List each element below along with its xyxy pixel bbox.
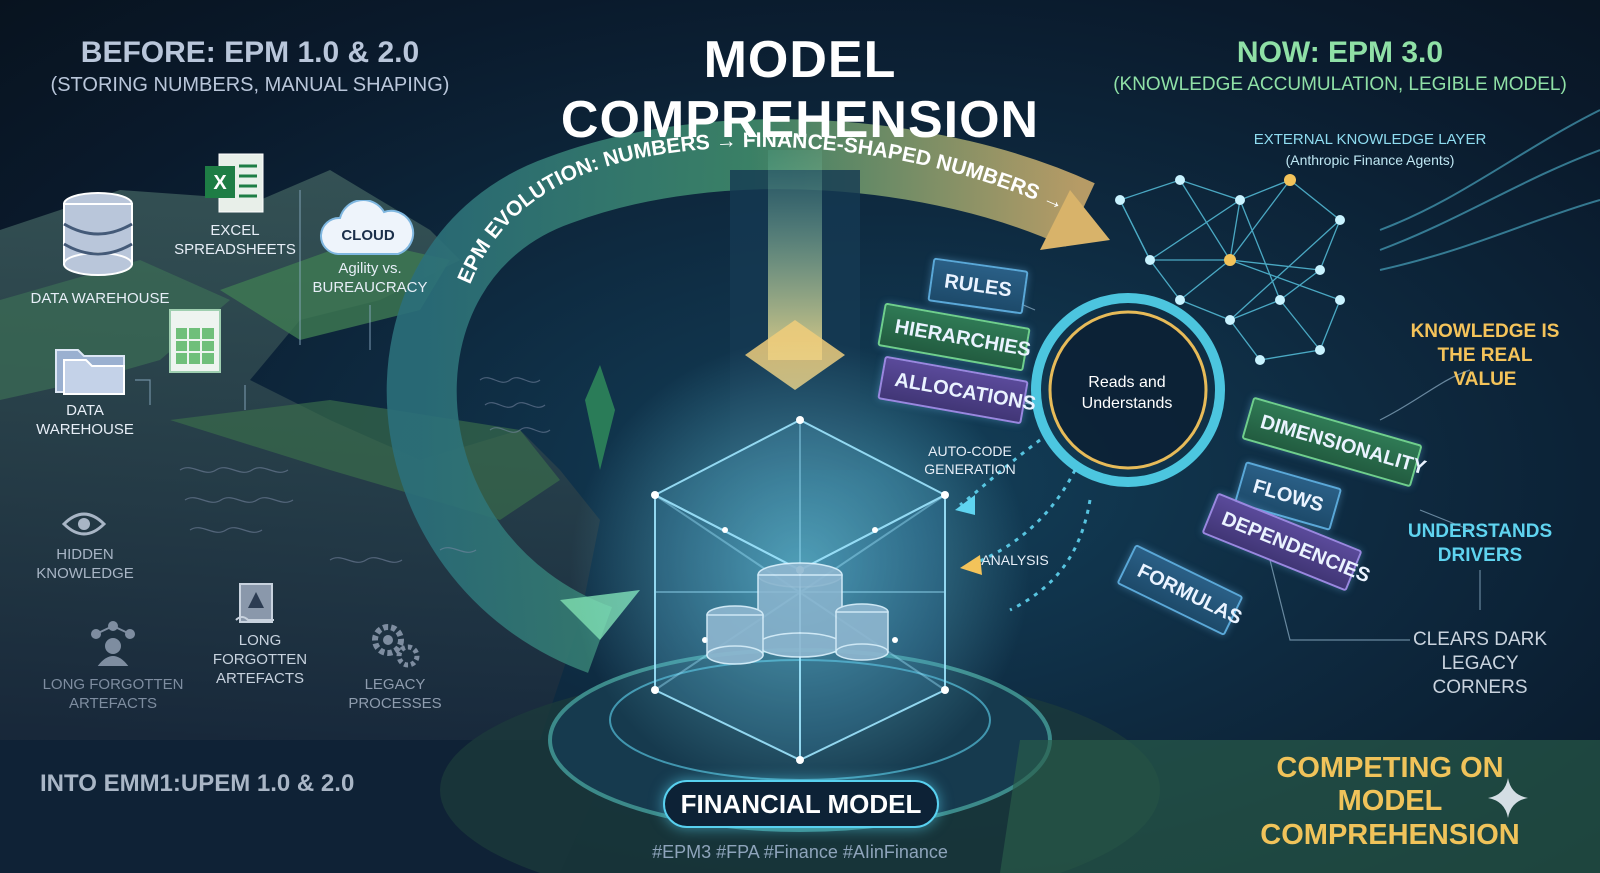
folder-icon [52, 340, 128, 396]
data-warehouse-label: DATA WAREHOUSE [30, 290, 170, 307]
cloud-icon [318, 199, 418, 258]
analysis-label: ANALYSIS [981, 552, 1049, 568]
financial-model-label: FINANCIAL MODEL [663, 780, 939, 828]
svg-text:EPM EVOLUTION: NUMBERS → FINAN: EPM EVOLUTION: NUMBERS → FINANCE-SHAPED … [0, 0, 1074, 287]
cloud-caption: Agility vs. BUREAUCRACY [312, 260, 428, 296]
excel-label: EXCEL SPREADSHEETS [174, 222, 296, 258]
now-title: NOW: EPM 3.0 [1236, 36, 1444, 69]
reads-and-understands-label: Reads and Understands [1081, 374, 1173, 412]
external-knowledge-layer: EXTERNAL KNOWLEDGE LAYER [1253, 131, 1487, 148]
clears-corners-label: CLEARS DARK LEGACY CORNERS [1412, 629, 1548, 698]
evolution-arrow-text: EPM EVOLUTION: NUMBERS → FINANCE-SHAPED … [0, 0, 1074, 287]
eye-icon [61, 508, 107, 540]
scroll-icon [232, 580, 278, 626]
before-subtitle: (STORING NUMBERS, MANUAL SHAPING) [50, 74, 450, 96]
network-person-icon [90, 620, 136, 667]
before-bottom-label: INTO EMM1:UPEM 1.0 & 2.0 [40, 770, 355, 797]
hashtags: #EPM3 #FPA #Finance #AIinFinance [652, 842, 948, 862]
understands-drivers-label: UNDERSTANDS DRIVERS [1407, 521, 1553, 566]
long-forgotten-label-left: LONG FORGOTTEN ARTEFACTS [42, 676, 184, 712]
page-title: MODEL COMPREHENSION [560, 31, 1040, 149]
before-title: BEFORE: EPM 1.0 & 2.0 [80, 36, 420, 69]
competing-label: COMPETING ON MODEL COMPREHENSION [1260, 752, 1520, 851]
legacy-processes-label: LEGACY PROCESSES [348, 676, 442, 712]
data-warehouse-folder-label: DATA WAREHOUSE [36, 402, 134, 438]
excel-icon: X [205, 152, 265, 214]
knowledge-value-label: KNOWLEDGE IS THE REAL VALUE [1410, 321, 1560, 390]
sparkle-icon [1488, 778, 1528, 818]
sheet-icon [168, 308, 222, 374]
cloud-icon-text: CLOUD [341, 227, 395, 244]
auto-code-generation-label: AUTO-CODE GENERATION [924, 443, 1016, 477]
external-knowledge-agents: (Anthropic Finance Agents) [1285, 152, 1455, 168]
now-subtitle: (KNOWLEDGE ACCUMULATION, LEGIBLE MODEL) [1113, 74, 1567, 95]
gears-icon [370, 622, 420, 668]
long-forgotten-label-center: LONG FORGOTTEN ARTEFACTS [212, 632, 308, 687]
database-icon [58, 190, 138, 280]
svg-text:X: X [213, 172, 227, 194]
hidden-knowledge-label: HIDDEN KNOWLEDGE [36, 546, 134, 582]
